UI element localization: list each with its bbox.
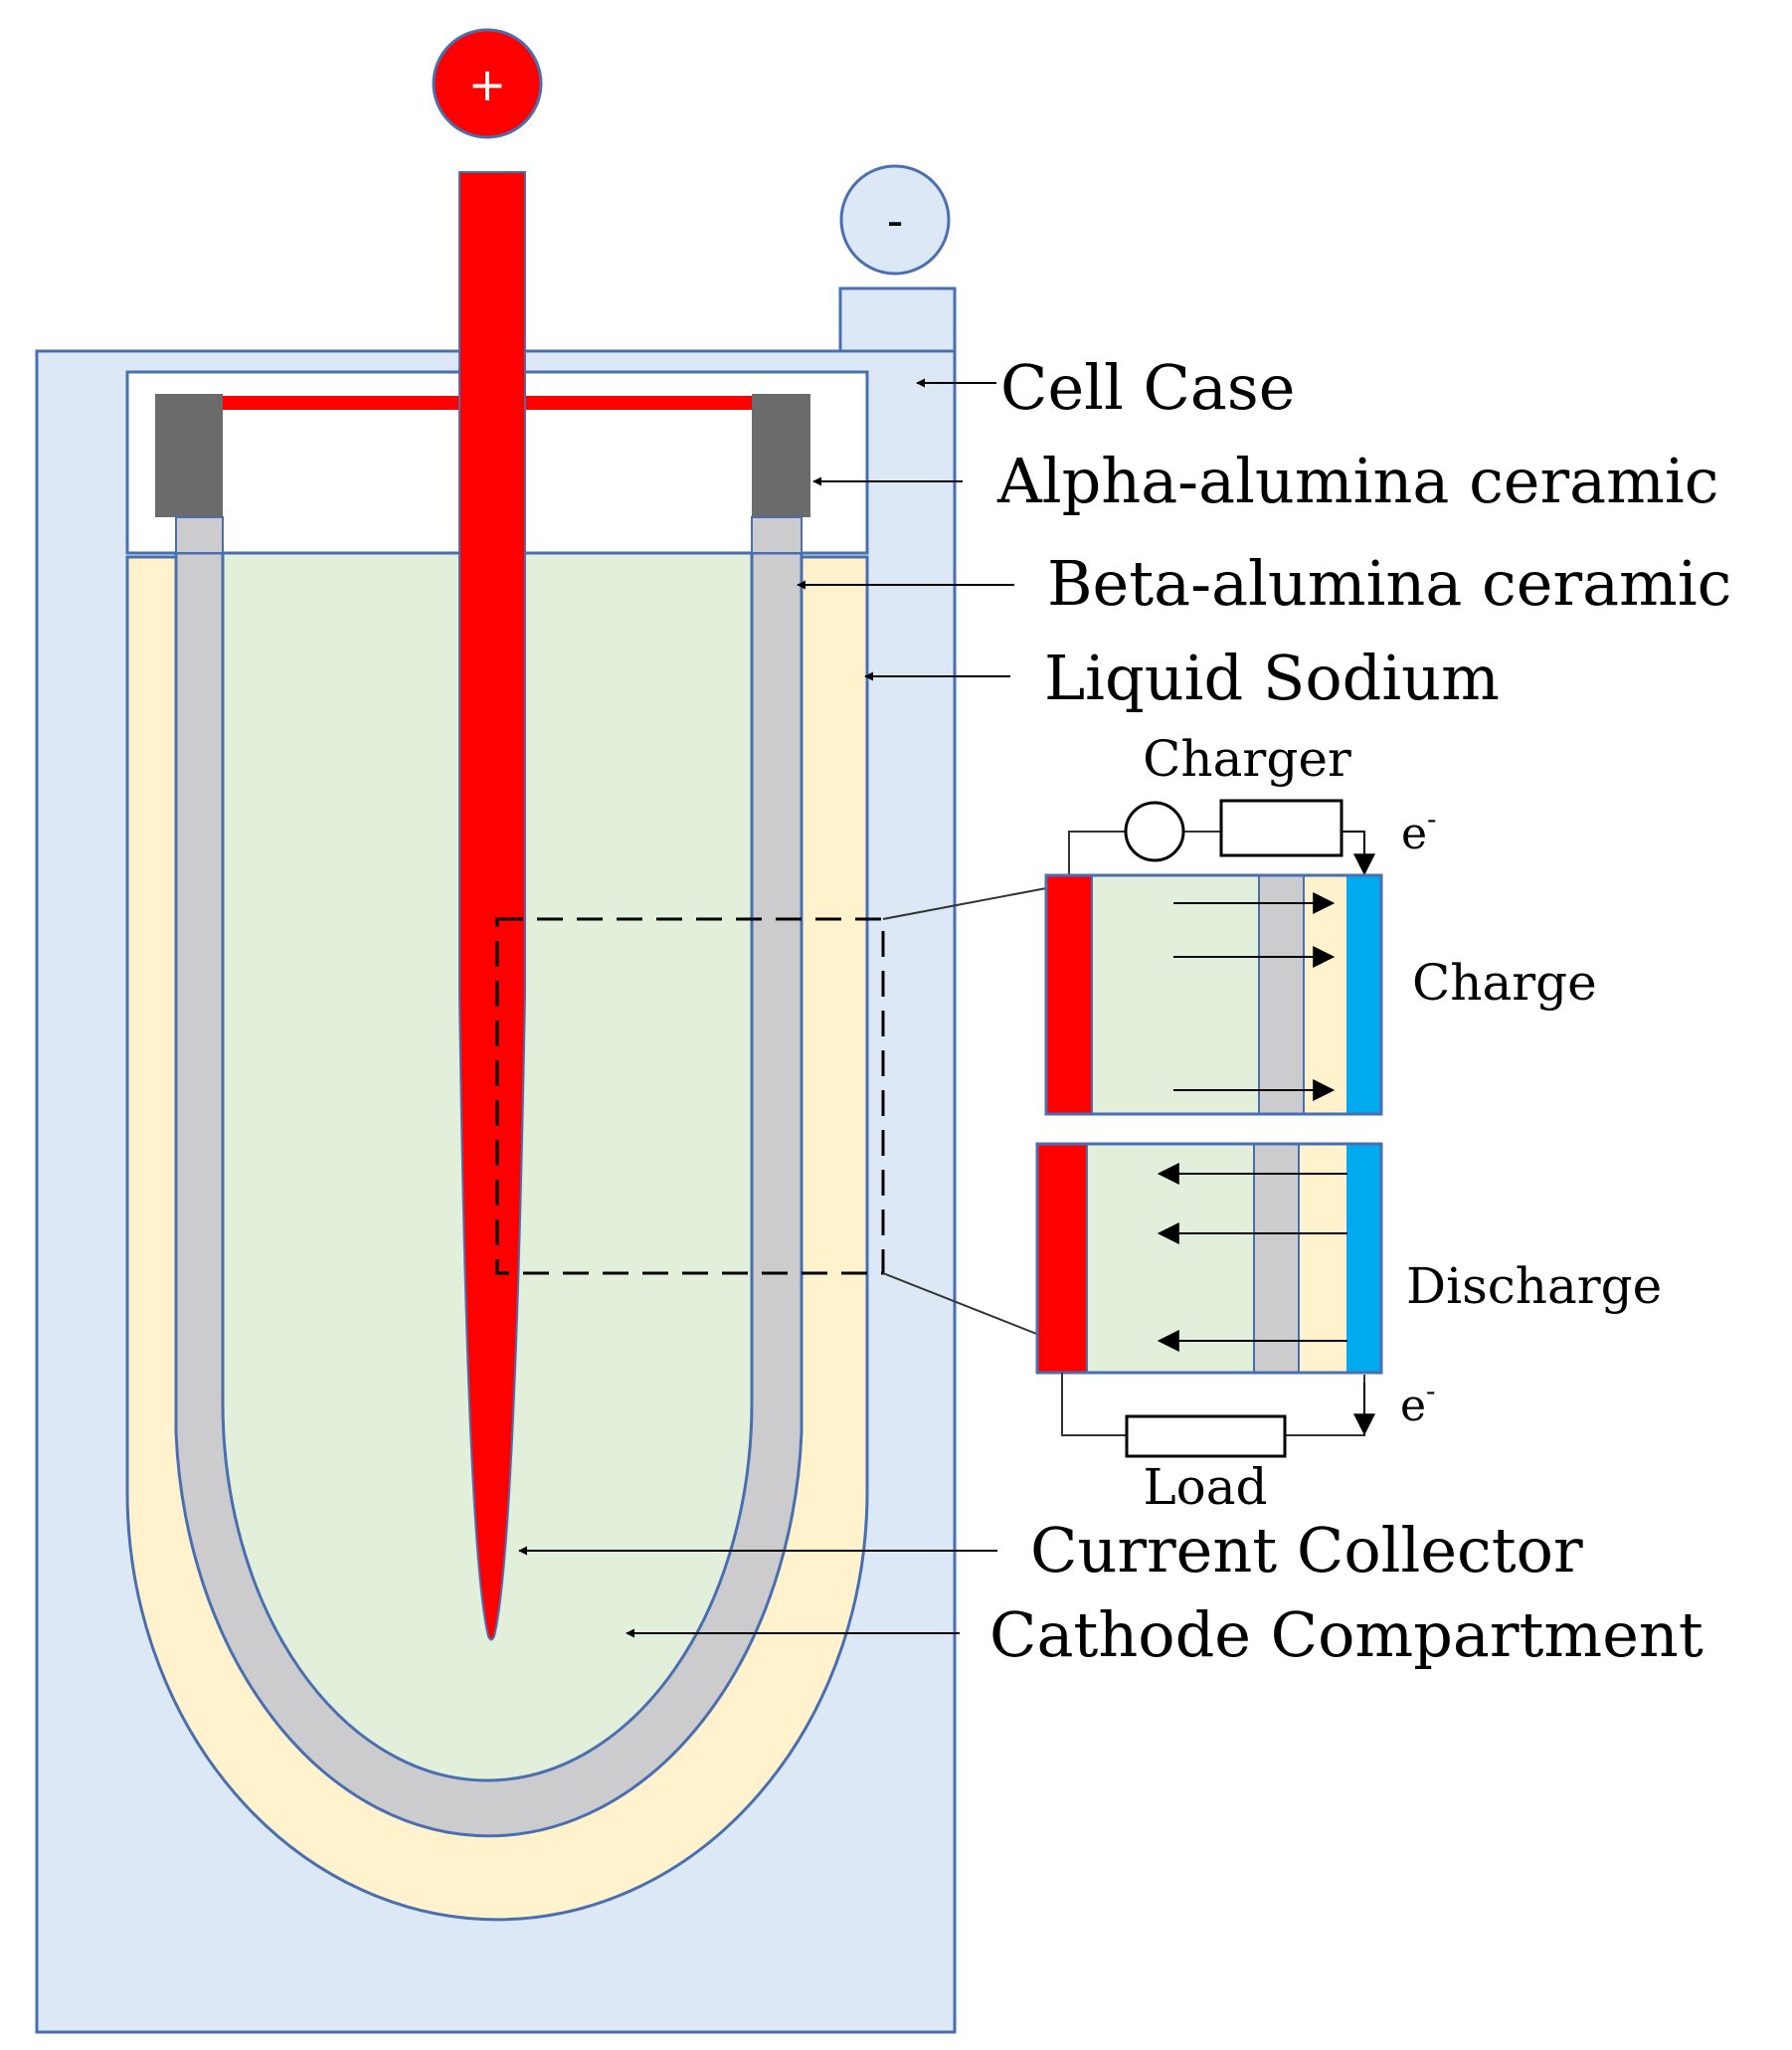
charge-inset: Charger Charge e- (1044, 730, 1597, 1116)
charge-beta-layer (1259, 875, 1304, 1114)
charger-source-icon (1124, 801, 1185, 862)
discharge-sodium-layer (1299, 1144, 1346, 1373)
charger-wire-right (1342, 831, 1375, 876)
label-charge: Charge (1412, 954, 1597, 1012)
electron-label-charge: e- (1401, 803, 1437, 859)
zoom-region-box (495, 917, 885, 1275)
charge-sodium-layer (1304, 875, 1346, 1114)
negative-terminal (839, 164, 951, 276)
charge-cell-frame (1044, 873, 1383, 1116)
charge-cathode-layer (1092, 875, 1259, 1114)
beta-tube-top-left (175, 516, 224, 554)
label-discharge: Discharge (1406, 1257, 1662, 1315)
label-cathode-compartment: Cathode Compartment (989, 1598, 1703, 1671)
negative-terminal-post (838, 286, 957, 354)
discharge-inset: Discharge Load e- (1035, 1142, 1662, 1516)
label-beta-alumina: Beta-alumina ceramic (1047, 547, 1731, 620)
label-liquid-sodium: Liquid Sodium (1044, 642, 1500, 714)
load-resistor (1125, 1414, 1287, 1458)
electron-label-discharge: e- (1400, 1375, 1436, 1431)
charger-resistor (1219, 799, 1344, 857)
positive-terminal (432, 28, 543, 139)
discharge-beta-layer (1254, 1144, 1299, 1373)
label-current-collector: Current Collector (1030, 1514, 1583, 1586)
discharge-cathode-layer (1087, 1144, 1254, 1373)
charge-collector-layer (1046, 875, 1092, 1114)
label-alpha-alumina: Alpha-alumina ceramic (996, 445, 1718, 517)
label-cell-case: Cell Case (1000, 351, 1295, 424)
label-charger: Charger (1143, 730, 1351, 788)
alpha-alumina-collar-right (752, 394, 810, 517)
discharge-anode-contact (1346, 1144, 1381, 1373)
label-load: Load (1143, 1458, 1267, 1516)
discharge-collector-layer (1037, 1144, 1087, 1373)
alpha-alumina-collar-left (155, 394, 223, 517)
load-wire-right (1285, 1375, 1365, 1436)
zoom-connector-top (882, 887, 1047, 920)
charge-anode-contact (1346, 875, 1381, 1114)
negative-terminal-symbol: - (887, 194, 904, 248)
load-wire-left (1061, 1373, 1127, 1436)
zoom-connector-bottom (882, 1272, 1040, 1336)
beta-tube-top-right (751, 516, 803, 554)
positive-terminal-symbol: + (468, 58, 507, 111)
charger-wire (1068, 831, 1126, 875)
discharge-cell-frame (1035, 1142, 1383, 1375)
